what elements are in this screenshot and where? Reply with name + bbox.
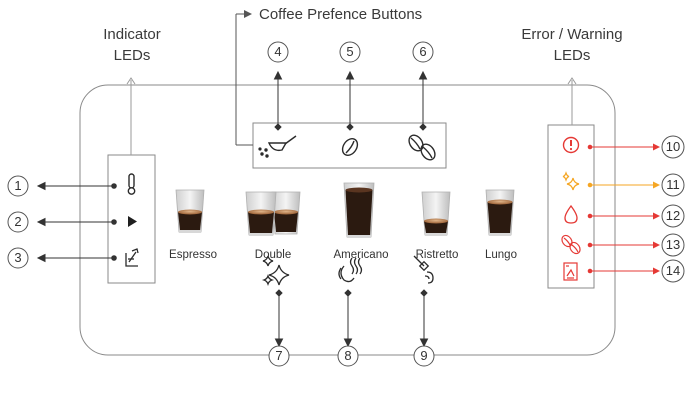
coffee-preference-connector	[235, 13, 253, 146]
beans-error-icon	[561, 234, 581, 255]
steam-icon	[338, 257, 363, 283]
drink-label-ristretto: Ristretto	[415, 249, 459, 261]
callout-number-7: 7	[275, 348, 283, 363]
callout-number-5: 5	[346, 44, 354, 59]
double-bean-icon	[408, 134, 436, 161]
indicator-arrows	[36, 181, 117, 263]
water-drop-icon	[564, 204, 578, 224]
callout-number-3: 3	[14, 250, 22, 265]
callout-circles	[7, 41, 685, 367]
drink-label-lungo: Lungo	[485, 249, 517, 261]
sparkle-clean-icon	[261, 255, 290, 287]
preference-arrows	[273, 70, 428, 131]
callout-number-6: 6	[419, 44, 427, 59]
error-warning-heading-line2: LEDs	[553, 47, 591, 64]
indicator-leds-connector	[126, 77, 136, 155]
lungo-cup	[485, 189, 515, 236]
double-cup-front	[245, 191, 277, 236]
drink-label-double: Double	[254, 249, 292, 261]
error-warning-heading: Error / Warning LEDs	[516, 26, 628, 64]
coffee-preference-arrowhead	[244, 10, 252, 18]
drink-label-espresso: Espresso	[169, 249, 217, 261]
callout-number-8: 8	[344, 348, 352, 363]
play-icon	[128, 216, 137, 227]
error-warning-heading-line1: Error / Warning	[521, 26, 623, 43]
callout-number-2: 2	[14, 214, 22, 229]
callout-number-14: 14	[665, 263, 681, 278]
indicator-leds-heading-line1: Indicator	[103, 26, 161, 43]
callout-number-11: 11	[666, 177, 680, 192]
callout-number-13: 13	[665, 237, 681, 252]
bottom-arrows	[274, 289, 429, 348]
double-cup-back	[271, 191, 301, 235]
ristretto-cup	[421, 191, 451, 236]
exclamation-icon	[562, 136, 580, 154]
error-arrows	[587, 143, 660, 275]
sparkle-warning-icon	[562, 171, 580, 191]
americano-cup	[343, 182, 375, 238]
coffee-preference-heading: Coffee Prefence Buttons	[259, 6, 423, 23]
drink-label-americano: Americano	[333, 249, 389, 261]
grounds-container-icon	[563, 262, 578, 281]
callout-number-10: 10	[665, 139, 681, 154]
callout-number-9: 9	[420, 348, 428, 363]
single-bean-icon	[341, 138, 359, 156]
callout-number-4: 4	[274, 44, 282, 59]
espresso-cup	[175, 189, 205, 233]
descale-icon	[125, 248, 139, 267]
indicator-leds-heading-line2: LEDs	[113, 47, 151, 64]
scoop-ground-coffee-icon	[258, 135, 297, 158]
thermometer-icon	[127, 173, 136, 195]
milk-frother-icon	[413, 255, 434, 284]
callout-number-1: 1	[14, 178, 22, 193]
error-leds-connector	[567, 77, 577, 125]
indicator-leds-heading: Indicator LEDs	[96, 26, 168, 64]
callout-number-12: 12	[665, 208, 681, 223]
